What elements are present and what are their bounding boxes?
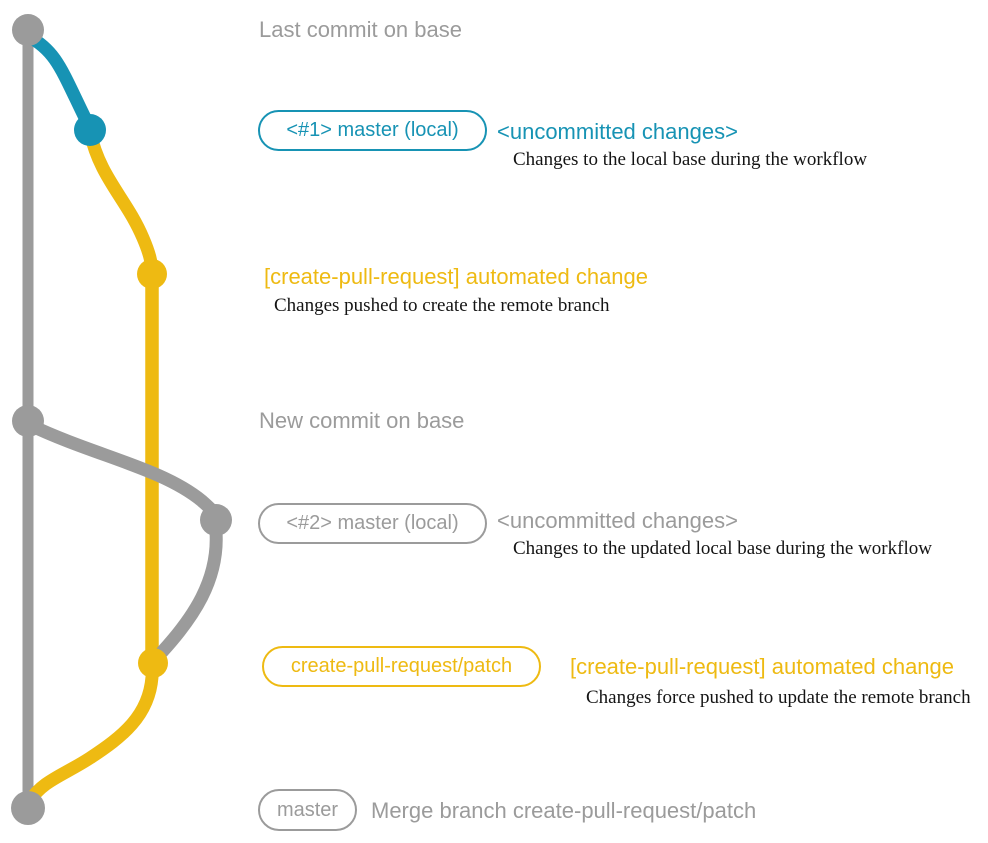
branch-badge-master: master xyxy=(258,789,357,831)
commit-dot-new-base xyxy=(12,405,44,437)
commit-dot-automated-change-1 xyxy=(137,259,167,289)
automated-change-headline-1: [create-pull-request] automated change xyxy=(264,264,649,289)
automated-change-detail-1: Changes pushed to create the remote bran… xyxy=(274,295,610,316)
last-commit-title: Last commit on base xyxy=(259,17,462,42)
commit-dot-merge xyxy=(11,791,45,825)
master-local-branch-curve xyxy=(21,29,97,135)
automated-change-detail-2: Changes force pushed to update the remot… xyxy=(586,687,971,708)
uncommitted-changes-headline-2: <uncommitted changes> xyxy=(497,508,738,533)
new-commit-title: New commit on base xyxy=(259,408,465,433)
automated-change-headline-2: [create-pull-request] automated change xyxy=(570,654,955,679)
branch-badge-master-local-2: <#2> master (local) xyxy=(258,503,487,544)
uncommitted-changes-headline-1: <uncommitted changes> xyxy=(497,119,738,144)
merge-headline: Merge branch create-pull-request/patch xyxy=(371,798,757,823)
patch-branch-curve-upper xyxy=(83,125,159,281)
commit-dot-uncommitted-2 xyxy=(200,504,232,536)
commit-dot-last-base xyxy=(12,14,44,46)
uncommitted-changes-detail-1: Changes to the local base during the wor… xyxy=(513,149,868,170)
master-local-2-to-patch-curve xyxy=(155,525,223,659)
patch-merge-curve xyxy=(23,670,159,808)
branch-badge-master-local-1: <#1> master (local) xyxy=(258,110,487,151)
commit-dot-automated-change-2 xyxy=(138,648,168,678)
uncommitted-changes-detail-2: Changes to the updated local base during… xyxy=(513,538,932,559)
commit-dot-uncommitted-1 xyxy=(74,114,106,146)
master-local-2-branch-curve xyxy=(23,418,223,527)
branch-badge-patch: create-pull-request/patch xyxy=(262,646,541,687)
